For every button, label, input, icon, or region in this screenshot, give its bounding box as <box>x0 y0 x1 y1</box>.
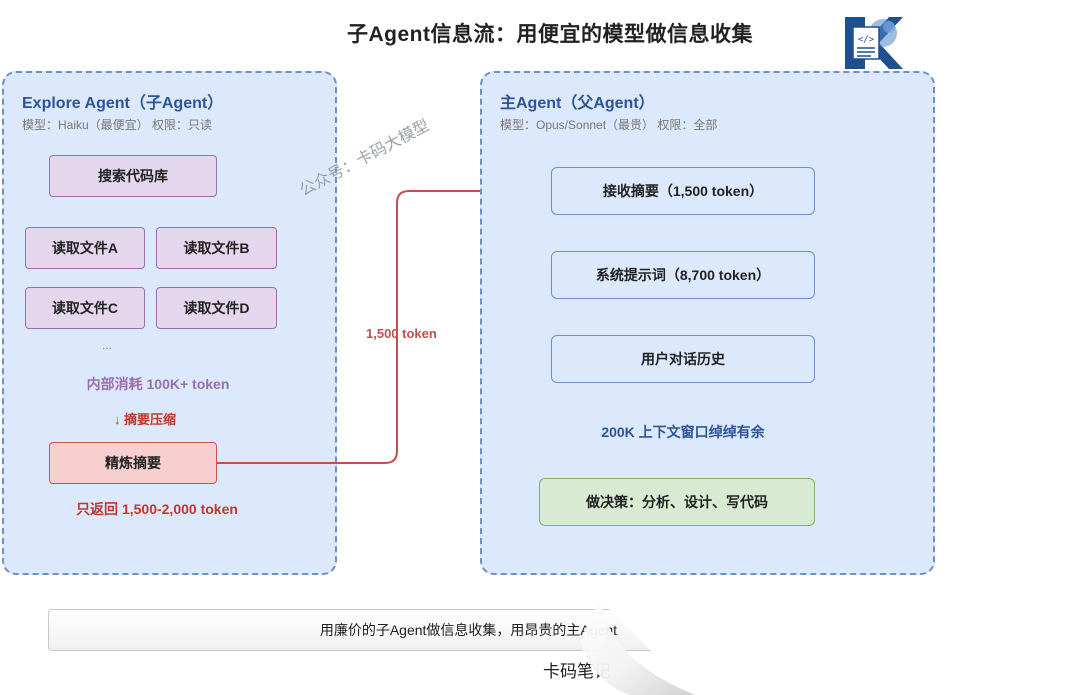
context-window-label: 200K 上下文窗口绰绰有余 <box>601 424 765 440</box>
read-file-d-box: 读取文件D <box>156 287 277 329</box>
main-agent-subtitle: 模型：Opus/Sonnet（最贵） 权限：全部 <box>500 118 718 132</box>
compress-label: ↓ 摘要压缩 <box>113 412 177 427</box>
user-history-box: 用户对话历史 <box>551 335 815 383</box>
system-prompt-box: 系统提示词（8,700 token） <box>551 251 815 299</box>
explore-agent-subtitle: 模型：Haiku（最便宜） 权限：只读 <box>22 118 213 132</box>
read-file-c-box: 读取文件C <box>25 287 145 329</box>
main-agent-title: 主Agent（父Agent） <box>500 95 655 112</box>
refined-summary-box: 精炼摘要 <box>49 442 217 484</box>
svg-text:</>: </> <box>858 35 875 45</box>
footer-caption-text: 用廉价的子Agent做信息收集，用昂贵的主Agent <box>319 622 617 638</box>
internal-cost-label: 内部消耗 100K+ token <box>86 376 230 392</box>
diagram-title: 子Agent信息流：用便宜的模型做信息收集 <box>347 23 753 46</box>
explore-agent-title: Explore Agent（子Agent） <box>22 95 224 112</box>
search-codebase-box: 搜索代码库 <box>49 155 217 197</box>
read-file-a-box: 读取文件A <box>25 227 145 269</box>
page-curl-overlay <box>580 600 710 695</box>
ellipsis-text: ... <box>102 338 113 352</box>
return-token-label: 只返回 1,500-2,000 token <box>76 501 238 517</box>
receive-summary-box: 接收摘要（1,500 token） <box>551 167 815 215</box>
brand-logo-icon: </> <box>845 15 903 71</box>
arrow-token-label: 1,500 token <box>366 326 437 341</box>
decision-box: 做决策：分析、设计、写代码 <box>539 478 815 526</box>
read-file-b-box: 读取文件B <box>156 227 277 269</box>
